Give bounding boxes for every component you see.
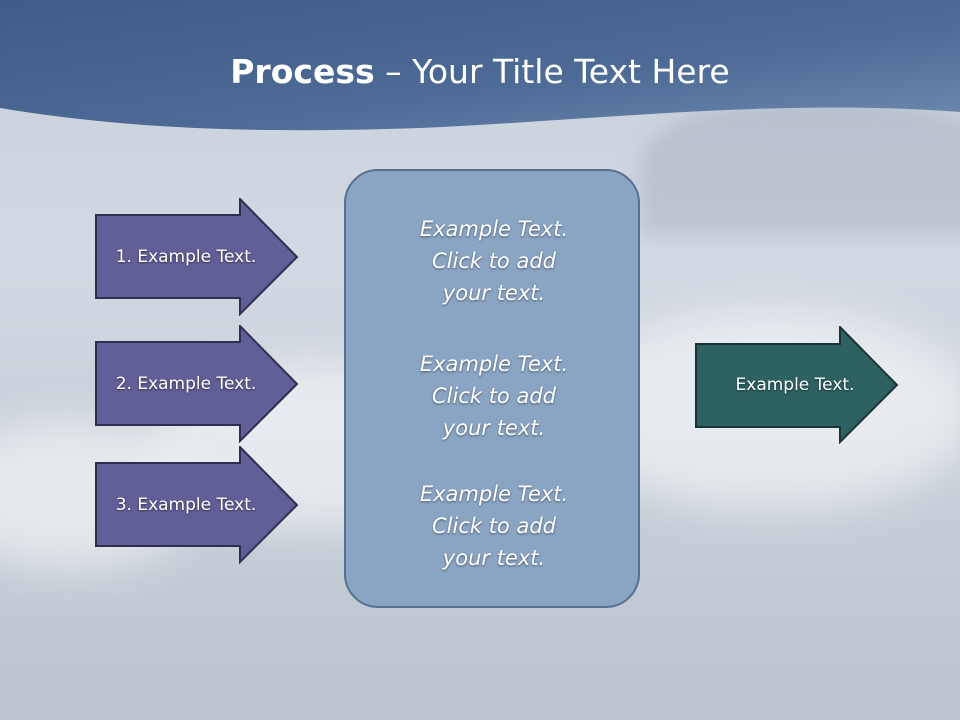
input-arrow-label: 2. Example Text.: [115, 374, 257, 394]
process-text-line: Click to add: [431, 514, 556, 538]
process-text-line: Example Text.: [419, 482, 569, 506]
output-arrow[interactable]: Example Text.: [695, 326, 899, 444]
process-text-line: Click to add: [431, 249, 556, 273]
process-text-line: your text.: [442, 416, 546, 440]
process-text-block-1[interactable]: Example Text. Click to add your text.: [346, 213, 642, 309]
process-text-line: your text.: [442, 281, 546, 305]
process-text-line: Click to add: [431, 384, 556, 408]
process-box[interactable]: Example Text. Click to add your text. Ex…: [344, 169, 640, 608]
arrow-shape: [95, 325, 299, 443]
input-arrow-3[interactable]: 3. Example Text.: [95, 446, 299, 564]
title-bold: Process: [230, 52, 375, 91]
arrow-shape: [95, 446, 299, 564]
input-arrow-2[interactable]: 2. Example Text.: [95, 325, 299, 443]
title-rest: – Your Title Text Here: [374, 52, 730, 91]
arrow-shape: [695, 326, 899, 444]
slide-title: Process – Your Title Text Here: [0, 52, 960, 91]
input-arrow-label: 3. Example Text.: [115, 495, 257, 515]
process-text-line: your text.: [442, 546, 546, 570]
arrow-shape: [95, 198, 299, 316]
background-hill: [640, 95, 960, 235]
process-text-block-3[interactable]: Example Text. Click to add your text.: [346, 478, 642, 574]
process-text-block-2[interactable]: Example Text. Click to add your text.: [346, 348, 642, 444]
header-band: [0, 0, 960, 131]
input-arrow-1[interactable]: 1. Example Text.: [95, 198, 299, 316]
input-arrow-label: 1. Example Text.: [115, 247, 257, 267]
process-text-line: Example Text.: [419, 352, 569, 376]
process-text-line: Example Text.: [419, 217, 569, 241]
output-arrow-label: Example Text.: [735, 375, 855, 395]
